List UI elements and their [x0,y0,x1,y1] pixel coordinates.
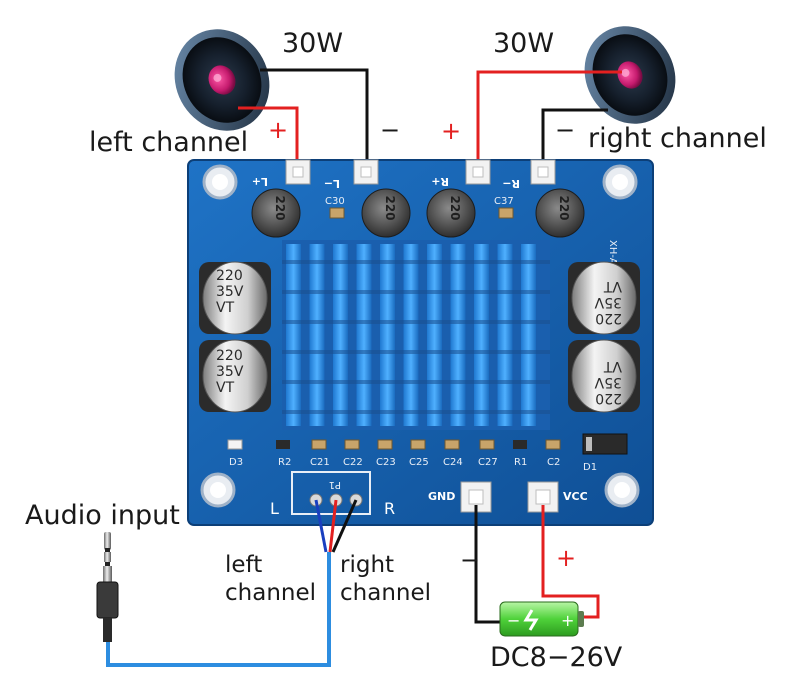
svg-text:220: 220 [216,348,243,364]
heat-sink-fin [474,244,489,426]
battery-minus: − [507,611,520,630]
power-voltage: DC8−26V [490,642,623,673]
inductors [251,188,585,238]
heat-sink-fin [450,244,466,426]
output-terminals [285,159,556,185]
svg-text:220: 220 [595,390,622,406]
svg-text:220: 220 [216,268,243,284]
capacitor-marking: 220 35V VT 220 35V VT [216,268,244,396]
speaker-icon [174,29,270,131]
svg-text:220: 220 [595,310,622,326]
power-minus-sign: − [460,546,480,574]
power-wires [474,505,600,624]
heat-sink-fin [309,244,325,426]
left-speaker [174,29,270,131]
svg-text:VT: VT [216,380,235,396]
svg-text:VT: VT [603,358,622,374]
smd-label: C2 [547,457,560,468]
inductor-label: 220 [273,195,287,220]
smd-label: C27 [478,457,498,468]
left-plus-sign: + [268,116,288,144]
left-channel-label: left channel [89,127,248,158]
right-positive-wire [476,70,622,170]
right-speaker-power: 30W [493,28,554,59]
terminal-label: L− [324,177,340,190]
audio-jack-icon [96,532,119,642]
heat-sink-fin [427,244,442,426]
terminal-label: R− [502,177,520,190]
heat-sink-fin [403,244,419,426]
right-plus-sign: + [441,117,461,145]
smd-label: C21 [310,457,330,468]
electrolytic-capacitors-left [199,261,271,413]
right-negative-wire [541,108,608,170]
right-minus-sign: − [555,116,575,144]
mounting-holes [200,164,640,508]
terminal-label: R+ [431,175,449,188]
battery-icon [499,601,584,637]
capacitor-marking: 220 35V VT 220 35V VT [594,278,622,406]
smd-label: C37 [494,196,514,207]
left-positive-wire [238,106,299,170]
smd-label: C25 [409,457,429,468]
inductor-label: 220 [383,195,397,220]
input-right-text: channel [340,580,431,606]
smd-label: C24 [443,457,463,468]
audio-input-title: Audio input [25,500,180,531]
heat-sink-fin [333,244,348,426]
power-plus-sign: + [556,544,576,572]
inductor-label: 220 [448,195,462,220]
board-model: XH-A232 [607,240,618,284]
terminal-label: L+ [252,175,268,188]
electrolytic-capacitors-right [568,261,640,413]
input-left-text: left [225,552,262,578]
vcc-label: VCC [563,490,588,503]
left-minus-sign: − [380,116,400,144]
power-terminals [460,481,559,513]
audio-input-wires [106,499,358,667]
svg-text:VT: VT [603,278,622,294]
input-right-label: R [384,499,395,518]
right-speaker [584,26,676,124]
right-channel-label: right channel [588,123,767,154]
header-label: P1 [329,479,341,490]
amplifier-board: L+ L− R+ R− 220 220 220 220 C30 C37 XH-A… [187,159,654,526]
inductor-label: 220 [557,195,571,220]
smd-label: R1 [514,457,527,468]
smd-label: C22 [343,457,363,468]
svg-text:VT: VT [216,300,235,316]
led-label: D3 [229,457,243,468]
input-left-label: L [270,499,279,518]
input-left-text: channel [225,580,316,606]
svg-text:35V: 35V [594,294,622,310]
diode-label: D1 [583,462,597,473]
gnd-label: GND [428,490,455,503]
heat-sink-fin [497,244,513,426]
svg-text:35V: 35V [216,284,244,300]
smd-label: R2 [278,457,291,468]
heat-sink-fin [356,244,372,426]
heat-sink-fin [521,244,536,426]
svg-text:35V: 35V [594,374,622,390]
smd-label: C30 [325,196,345,207]
speaker-wires [238,68,622,170]
smd-label: C23 [376,457,396,468]
heat-sink-fin [286,244,301,426]
svg-text:35V: 35V [216,364,244,380]
heat-sink [282,240,550,430]
smd-component-row [227,433,628,455]
left-negative-wire [260,68,369,170]
speaker-icon [584,26,676,124]
battery-plus: + [561,611,574,630]
input-right-text: right [340,552,394,578]
left-speaker-power: 30W [282,28,343,59]
audio-cable [106,552,331,667]
heat-sink-fin [380,244,395,426]
